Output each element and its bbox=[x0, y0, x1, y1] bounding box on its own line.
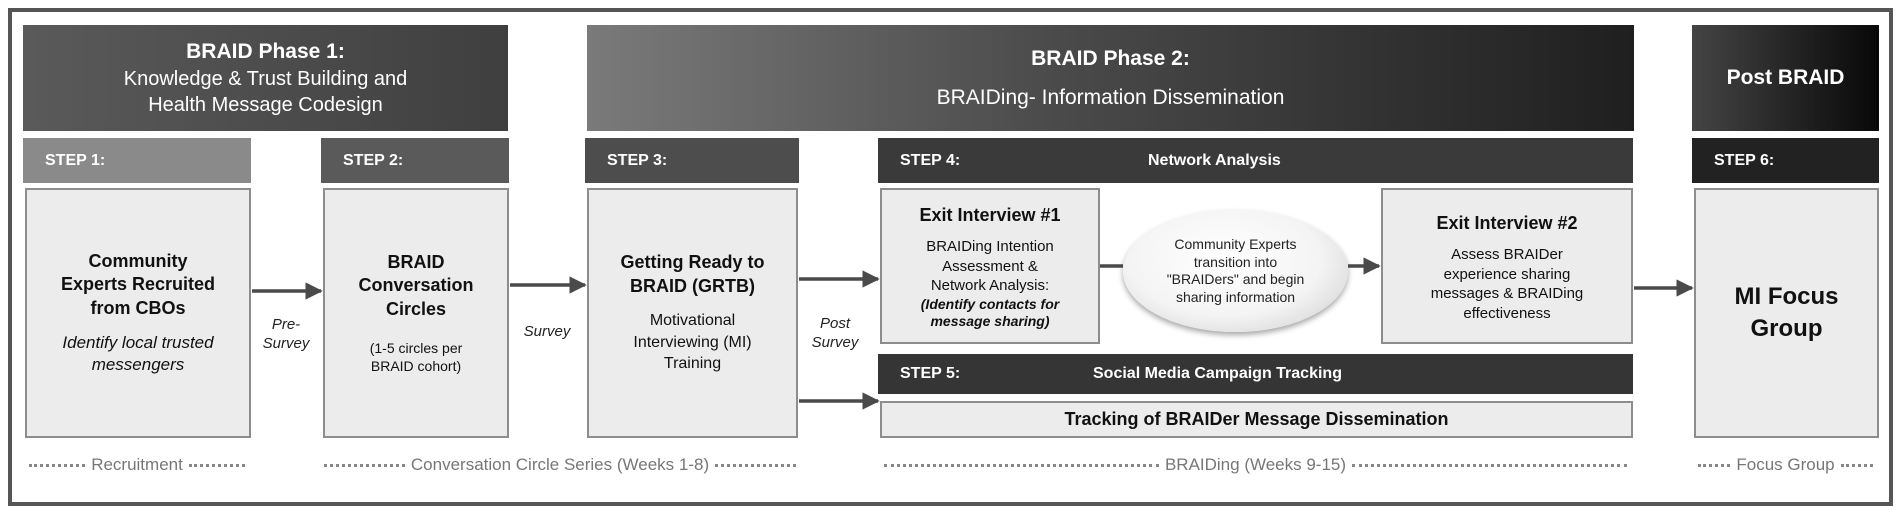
box2-small2: BRAID cohort) bbox=[370, 358, 462, 375]
timeline-focus: Focus Group bbox=[1692, 453, 1879, 477]
post-braid-title: Post BRAID bbox=[1726, 66, 1845, 90]
tracking-box: Tracking of BRAIDer Message Disseminatio… bbox=[880, 401, 1633, 438]
survey-label: Survey bbox=[523, 323, 571, 340]
recruitment-box: Community Experts Recruited from CBOs Id… bbox=[25, 188, 251, 438]
phase1-title: BRAID Phase 1: bbox=[186, 40, 345, 64]
phase2-header: BRAID Phase 2: BRAIDing- Information Dis… bbox=[587, 25, 1634, 131]
mi-focus-group-box: MI Focus Group bbox=[1694, 188, 1879, 438]
box4b-reg1: Assess BRAIDer bbox=[1451, 246, 1563, 264]
phase1-line2: Health Message Codesign bbox=[148, 93, 383, 116]
step3-label: STEP 3: bbox=[607, 151, 668, 169]
oval-line1: Community Experts bbox=[1174, 236, 1297, 252]
timeline-braiding: BRAIDing (Weeks 9-15) bbox=[878, 453, 1633, 477]
box4a-title: Exit Interview #1 bbox=[919, 205, 1061, 225]
box6-line2: Group bbox=[1750, 315, 1823, 342]
box4b-title: Exit Interview #2 bbox=[1436, 213, 1578, 233]
timeline-recruitment: Recruitment bbox=[23, 453, 251, 477]
conversation-circles-box: BRAID Conversation Circles (1-5 circles … bbox=[323, 188, 509, 438]
post-braid-header: Post BRAID bbox=[1692, 25, 1879, 131]
box2-line1: BRAID bbox=[387, 251, 445, 272]
timeline-circles-label: Conversation Circle Series (Weeks 1-8) bbox=[410, 455, 710, 474]
step5-title: Social Media Campaign Tracking bbox=[1093, 365, 1342, 382]
box1-italic2: messengers bbox=[91, 355, 185, 375]
post-survey-label: Post Survey bbox=[800, 315, 870, 353]
step4-header: STEP 4: Network Analysis bbox=[878, 138, 1633, 183]
oval-line4: sharing information bbox=[1175, 288, 1296, 305]
phase2-subtitle: BRAIDing- Information Dissemination bbox=[936, 86, 1285, 109]
pre-survey-line1: Pre- bbox=[271, 316, 301, 333]
box4b-reg4: effectiveness bbox=[1463, 304, 1551, 322]
phase1-line1: Knowledge & Trust Building and bbox=[123, 67, 408, 90]
box3-reg2: Interviewing (MI) bbox=[633, 333, 752, 351]
timeline-braiding-label: BRAIDing (Weeks 9-15) bbox=[1164, 455, 1347, 474]
box4a-reg2: Assessment & bbox=[942, 257, 1038, 275]
step5-label: STEP 5: bbox=[900, 365, 961, 382]
pre-survey-label: Pre- Survey bbox=[258, 316, 314, 354]
step2-label: STEP 2: bbox=[343, 151, 404, 169]
box2-line2: Conversation bbox=[358, 275, 474, 296]
timeline-recruitment-label: Recruitment bbox=[91, 455, 183, 474]
pre-survey-line2: Survey bbox=[262, 334, 310, 352]
box2-line3: Circles bbox=[385, 298, 447, 319]
box2-small1: (1-5 circles per bbox=[369, 339, 463, 356]
box6-line1: MI Focus bbox=[1734, 282, 1839, 310]
post-survey-line2: Survey bbox=[811, 333, 859, 351]
box4a-reg1: BRAIDing Intention bbox=[926, 238, 1054, 256]
exit-interview-2-box: Exit Interview #2 Assess BRAIDer experie… bbox=[1381, 188, 1633, 344]
step5-header: STEP 5: Social Media Campaign Tracking bbox=[878, 354, 1633, 394]
braiders-transition-oval: Community Experts transition into "BRAID… bbox=[1123, 210, 1348, 332]
box3-reg1: Motivational bbox=[649, 312, 736, 329]
post-survey-line1: Post bbox=[819, 315, 850, 332]
exit-interview-1-box: Exit Interview #1 BRAIDing Intention Ass… bbox=[880, 188, 1100, 344]
timeline-circles: Conversation Circle Series (Weeks 1-8) bbox=[318, 453, 802, 477]
step4-label: STEP 4: bbox=[900, 151, 961, 169]
box1-line2: Experts Recruited bbox=[60, 274, 216, 295]
box3-line1: Getting Ready to bbox=[620, 252, 765, 273]
box4b-reg2: experience sharing bbox=[1443, 265, 1571, 283]
box1-line1: Community bbox=[88, 250, 188, 271]
grtb-box: Getting Ready to BRAID (GRTB) Motivation… bbox=[587, 188, 798, 438]
step6-label: STEP 6: bbox=[1714, 151, 1775, 169]
step1-label: STEP 1: bbox=[45, 151, 106, 169]
step6-header: STEP 6: bbox=[1692, 138, 1879, 183]
oval-line2: transition into bbox=[1193, 253, 1278, 270]
step3-header: STEP 3: bbox=[585, 138, 799, 183]
phase2-title: BRAID Phase 2: bbox=[1031, 46, 1190, 70]
box4b-reg3: messages & BRAIDing bbox=[1430, 285, 1584, 303]
box5-text: Tracking of BRAIDer Message Disseminatio… bbox=[1064, 408, 1449, 429]
step1-header: STEP 1: bbox=[23, 138, 251, 183]
timeline-focus-label: Focus Group bbox=[1736, 455, 1835, 474]
phase1-header: BRAID Phase 1: Knowledge & Trust Buildin… bbox=[23, 25, 508, 131]
box3-line2: BRAID (GRTB) bbox=[630, 275, 755, 296]
step2-header: STEP 2: bbox=[321, 138, 509, 183]
step4-title: Network Analysis bbox=[1148, 151, 1281, 169]
box4a-italic1: (Identify contacts for bbox=[920, 295, 1060, 312]
box1-line3: from CBOs bbox=[90, 297, 186, 318]
box1-italic1: Identify local trusted bbox=[62, 332, 214, 352]
oval-line3: "BRAIDers" and begin bbox=[1166, 271, 1305, 287]
box4a-italic2: message sharing) bbox=[930, 313, 1050, 330]
box4a-reg3: Network Analysis: bbox=[930, 277, 1050, 295]
box3-reg3: Training bbox=[663, 355, 722, 373]
